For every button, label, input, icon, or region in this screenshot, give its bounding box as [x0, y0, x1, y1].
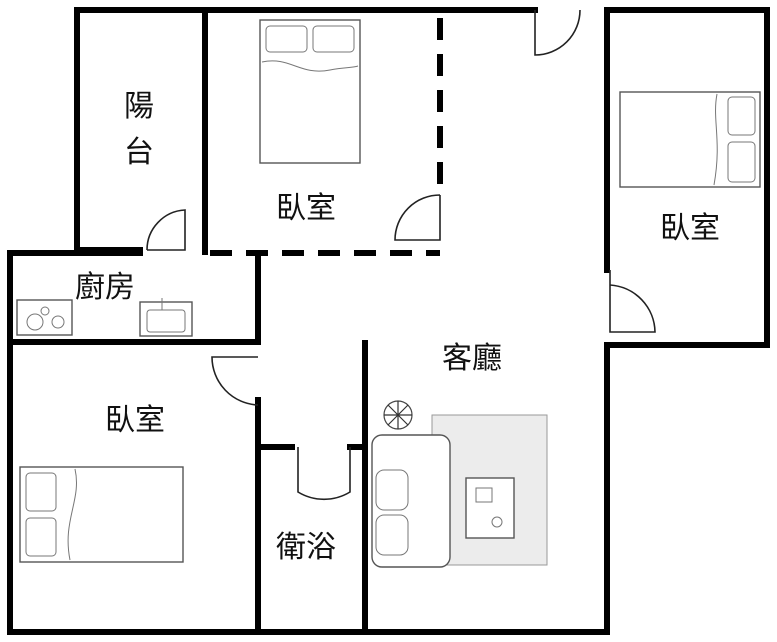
sofa — [371, 434, 451, 568]
label-kitchen: 廚房 — [75, 270, 135, 305]
plant-icon — [383, 400, 413, 430]
label-bedroom-top: 臥室 — [276, 191, 336, 226]
door-entry — [534, 9, 581, 56]
door-left-bedroom — [211, 356, 259, 406]
door-balcony — [146, 209, 186, 251]
bed-right-bedroom — [619, 91, 761, 188]
coffee-table — [465, 477, 515, 539]
door-right-bedroom — [609, 270, 656, 333]
walls — [7, 7, 770, 635]
label-balcony-1: 陽 — [124, 89, 154, 124]
doors — [146, 9, 656, 501]
label-bath: 衛浴 — [276, 530, 336, 565]
label-bedroom-left: 臥室 — [105, 403, 165, 438]
sink — [139, 298, 193, 337]
door-bath — [297, 447, 351, 501]
label-balcony-2: 台 — [124, 135, 154, 170]
label-bedroom-right: 臥室 — [660, 211, 720, 246]
stove — [16, 299, 73, 336]
bed-left-bedroom — [19, 466, 184, 563]
label-living: 客廳 — [442, 341, 502, 376]
bed-top-bedroom — [259, 19, 361, 164]
door-top-bedroom — [394, 194, 441, 241]
